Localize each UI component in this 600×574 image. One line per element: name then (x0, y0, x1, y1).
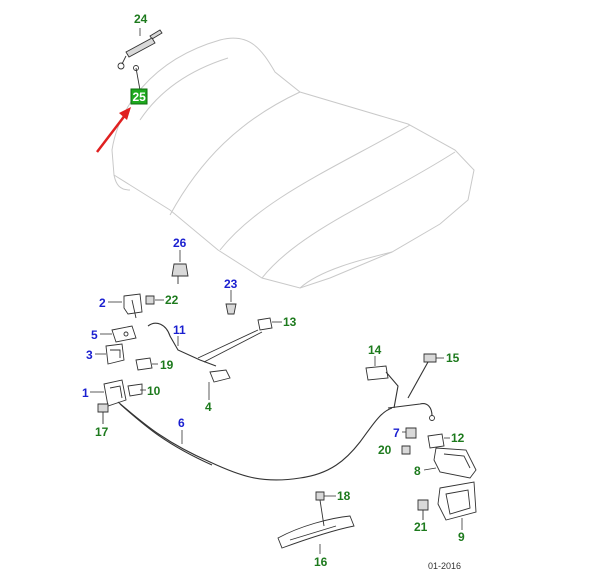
latch-part-1 (90, 379, 146, 407)
release-cable-part-6 (117, 401, 393, 481)
red-arrow (96, 107, 131, 153)
label-13: 13 (283, 315, 297, 329)
label-6: 6 (178, 416, 185, 430)
label-14: 14 (368, 343, 382, 357)
part-21 (417, 499, 429, 520)
bolt-part-17 (97, 403, 109, 424)
part-25-highlight: 25 (130, 88, 148, 105)
label-2: 2 (99, 296, 106, 310)
label-24: 24 (134, 12, 148, 26)
part-13 (197, 317, 282, 363)
label-8: 8 (414, 464, 421, 478)
cable-end (387, 403, 435, 421)
part-14 (365, 356, 399, 409)
label-15: 15 (446, 351, 460, 365)
label-9: 9 (458, 530, 465, 544)
label-21: 21 (414, 520, 428, 534)
part-3 (95, 343, 125, 365)
label-7: 7 (393, 426, 400, 440)
label-5: 5 (91, 328, 98, 342)
bracket-part-8 (423, 447, 477, 479)
label-17: 17 (95, 425, 109, 439)
part-5 (100, 325, 137, 343)
latch-part-9 (437, 481, 477, 530)
label-4: 4 (205, 400, 212, 414)
cable-part-11 (147, 322, 217, 367)
hood-outline (111, 37, 475, 289)
callout-labels: 24 26 23 2 22 11 13 5 3 19 1 10 4 17 6 1… (82, 12, 465, 569)
part-19 (135, 357, 158, 371)
label-1: 1 (82, 386, 89, 400)
part-7 (402, 427, 417, 439)
label-3: 3 (86, 348, 93, 362)
buffer-part-26 (171, 250, 189, 284)
part-23 (225, 290, 237, 315)
label-16: 16 (314, 555, 328, 569)
label-12: 12 (451, 431, 465, 445)
label-26: 26 (173, 236, 187, 250)
gas-strut-part (117, 28, 163, 91)
diagram-code: 01-2016 (428, 561, 461, 571)
label-22: 22 (165, 293, 179, 307)
label-19: 19 (160, 358, 174, 372)
part-16-assembly (277, 491, 355, 554)
label-10: 10 (147, 384, 161, 398)
part-4 (208, 369, 231, 400)
label-18: 18 (337, 489, 351, 503)
part-15 (407, 353, 444, 399)
bracket-part-2 (108, 293, 164, 319)
part-12 (427, 433, 450, 449)
label-23: 23 (224, 277, 238, 291)
part-20 (401, 445, 411, 455)
label-20: 20 (378, 443, 392, 457)
label-11: 11 (173, 323, 186, 337)
label-25: 25 (133, 90, 147, 104)
